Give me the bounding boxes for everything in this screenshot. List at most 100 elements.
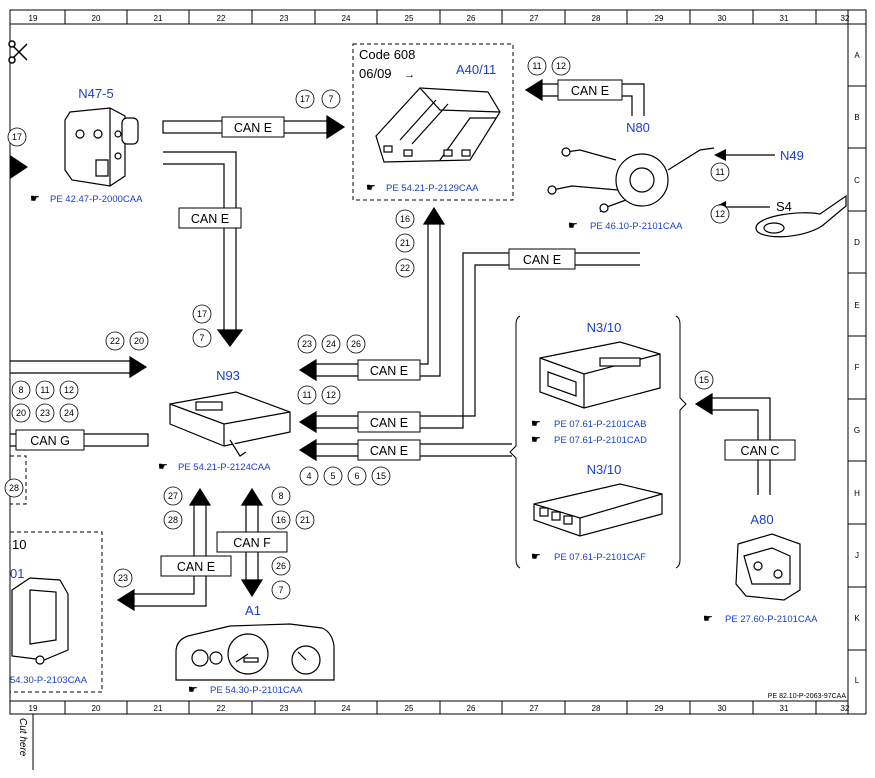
component-label: 10 — [12, 537, 26, 552]
bus-label-box: CAN E — [357, 439, 421, 461]
bus-label-box: CAN E — [357, 411, 421, 433]
component-label: S4 — [776, 199, 792, 214]
conn-number: 28 — [168, 515, 178, 525]
central-gateway-icon — [169, 391, 291, 457]
abs-module-icon — [64, 107, 139, 187]
instrument-cluster-icon — [175, 623, 335, 681]
bus-label: CAN E — [571, 84, 609, 98]
conn-number: 11 — [40, 385, 49, 395]
conn-number: 7 — [328, 94, 333, 104]
conn-number: 7 — [278, 585, 283, 595]
col-label: 26 — [467, 704, 476, 713]
col-label: 20 — [92, 14, 101, 23]
frame — [9, 9, 867, 770]
bus-label: CAN E — [234, 121, 272, 135]
engine-ecu-icon — [533, 483, 663, 537]
cut-here-label: Cut here — [17, 718, 28, 757]
component-label: A1 — [245, 603, 261, 618]
col-label: 28 — [592, 14, 601, 23]
col-label: 23 — [280, 14, 289, 23]
bus-label: CAN E — [370, 444, 408, 458]
arrow-right-icon: → — [404, 69, 415, 81]
col-label: 21 — [154, 704, 163, 713]
pointing-hand-icon: ☛ — [188, 684, 198, 696]
ref-link[interactable]: PE 07.61-P-2101CAB — [554, 419, 646, 430]
conn-number: 20 — [134, 336, 144, 346]
conn-number: 17 — [197, 309, 207, 319]
component-n93: N93 ☛ PE 54.21-P-2124CAA — [158, 368, 291, 473]
left-partial-component: 10 01 54.30-P-2103CAA — [9, 531, 103, 693]
component-label: N3/10 — [587, 320, 622, 335]
ref-link[interactable]: PE 27.60-P-2101CAA — [725, 614, 818, 625]
conn-number: 24 — [326, 339, 336, 349]
col-label: 32 — [841, 704, 850, 713]
code-label: Code 608 — [359, 47, 415, 62]
col-label: 24 — [342, 14, 351, 23]
col-label: 27 — [530, 704, 539, 713]
component-n47-5: N47-5 ☛ PE 42.47-P-2000CAA — [30, 86, 143, 205]
steering-column-icon — [547, 147, 715, 213]
conn-number: 7 — [199, 333, 204, 343]
component-a1: A1 ☛ PE 54.30-P-2101CAA — [175, 603, 335, 696]
engine-ecu-icon — [539, 341, 661, 409]
scissors-icon — [8, 40, 28, 64]
ref-link[interactable]: PE 07.61-P-2101CAF — [554, 552, 646, 563]
ref-link[interactable]: PE 54.21-P-2124CAA — [178, 462, 271, 473]
bus-labels: CAN E CAN E CAN E CAN E CAN E CAN E CAN … — [15, 79, 796, 577]
row-label: D — [854, 238, 860, 247]
col-label: 22 — [217, 704, 226, 713]
col-label: 20 — [92, 704, 101, 713]
code-date: 06/09 — [359, 66, 392, 81]
ref-link[interactable]: PE 42.47-P-2000CAA — [50, 194, 143, 205]
conn-number: 26 — [351, 339, 361, 349]
col-label: 27 — [530, 14, 539, 23]
bus-label: CAN C — [741, 444, 780, 458]
bus-label-box: CAN C — [724, 439, 796, 461]
ruler-bottom: 19 20 21 22 23 24 25 26 27 28 29 30 31 3… — [29, 704, 850, 713]
row-label: J — [855, 551, 859, 560]
partial-module-icon — [11, 577, 69, 665]
ref-link[interactable]: PE 07.61-P-2101CAD — [554, 435, 647, 446]
row-label: B — [854, 113, 859, 122]
ref-link[interactable]: 54.30-P-2103CAA — [10, 675, 88, 686]
col-label: 28 — [592, 704, 601, 713]
connection-numbers: 17 17 7 11 12 17 7 22 20 16 21 22 23 24 … — [4, 56, 730, 600]
row-label: E — [854, 301, 859, 310]
pointing-hand-icon: ☛ — [703, 613, 713, 625]
conn-number: 17 — [12, 132, 22, 142]
component-n3-10: N3/10 ☛ PE 07.61-P-2101CAB ☛ PE 07.61-P-… — [509, 315, 687, 569]
col-label: 19 — [29, 704, 38, 713]
component-label: 01 — [10, 566, 24, 581]
conn-number: 12 — [326, 390, 336, 400]
col-label: 32 — [841, 14, 850, 23]
conn-number: 23 — [302, 339, 312, 349]
ref-link[interactable]: PE 54.21-P-2129CAA — [386, 183, 479, 194]
conn-number: 11 — [532, 61, 541, 71]
bus-label: CAN E — [370, 364, 408, 378]
document-id: PE 82.10-P-2063-97CAA — [768, 693, 847, 700]
ref-link[interactable]: PE 54.30-P-2101CAA — [210, 685, 303, 696]
col-label: 25 — [405, 14, 414, 23]
col-label: 29 — [655, 704, 664, 713]
ref-link[interactable]: PE 46.10-P-2101CAA — [590, 221, 683, 232]
conn-number: 8 — [18, 385, 23, 395]
pointing-hand-icon: ☛ — [531, 418, 541, 430]
component-a80: A80 ☛ PE 27.60-P-2101CAA — [703, 512, 818, 625]
ruler-right: A B C D E F G H J K L — [854, 51, 860, 685]
left-partial-component-2 — [10, 455, 27, 505]
bus-label-box: CAN E — [221, 116, 285, 138]
conn-number: 11 — [302, 390, 311, 400]
bus-label-box: CAN E — [508, 248, 576, 270]
head-unit-icon — [375, 87, 501, 163]
component-label: N49 — [780, 148, 804, 163]
conn-number: 15 — [376, 471, 386, 481]
col-label: 24 — [342, 704, 351, 713]
pointing-hand-icon: ☛ — [30, 193, 40, 205]
conn-number: 12 — [64, 385, 74, 395]
col-label: 23 — [280, 704, 289, 713]
component-label: N80 — [626, 120, 650, 135]
left-edge-arrow-icon — [10, 155, 28, 179]
component-label: N3/10 — [587, 462, 622, 477]
col-label: 31 — [780, 14, 789, 23]
component-label: A40/11 — [456, 62, 496, 77]
